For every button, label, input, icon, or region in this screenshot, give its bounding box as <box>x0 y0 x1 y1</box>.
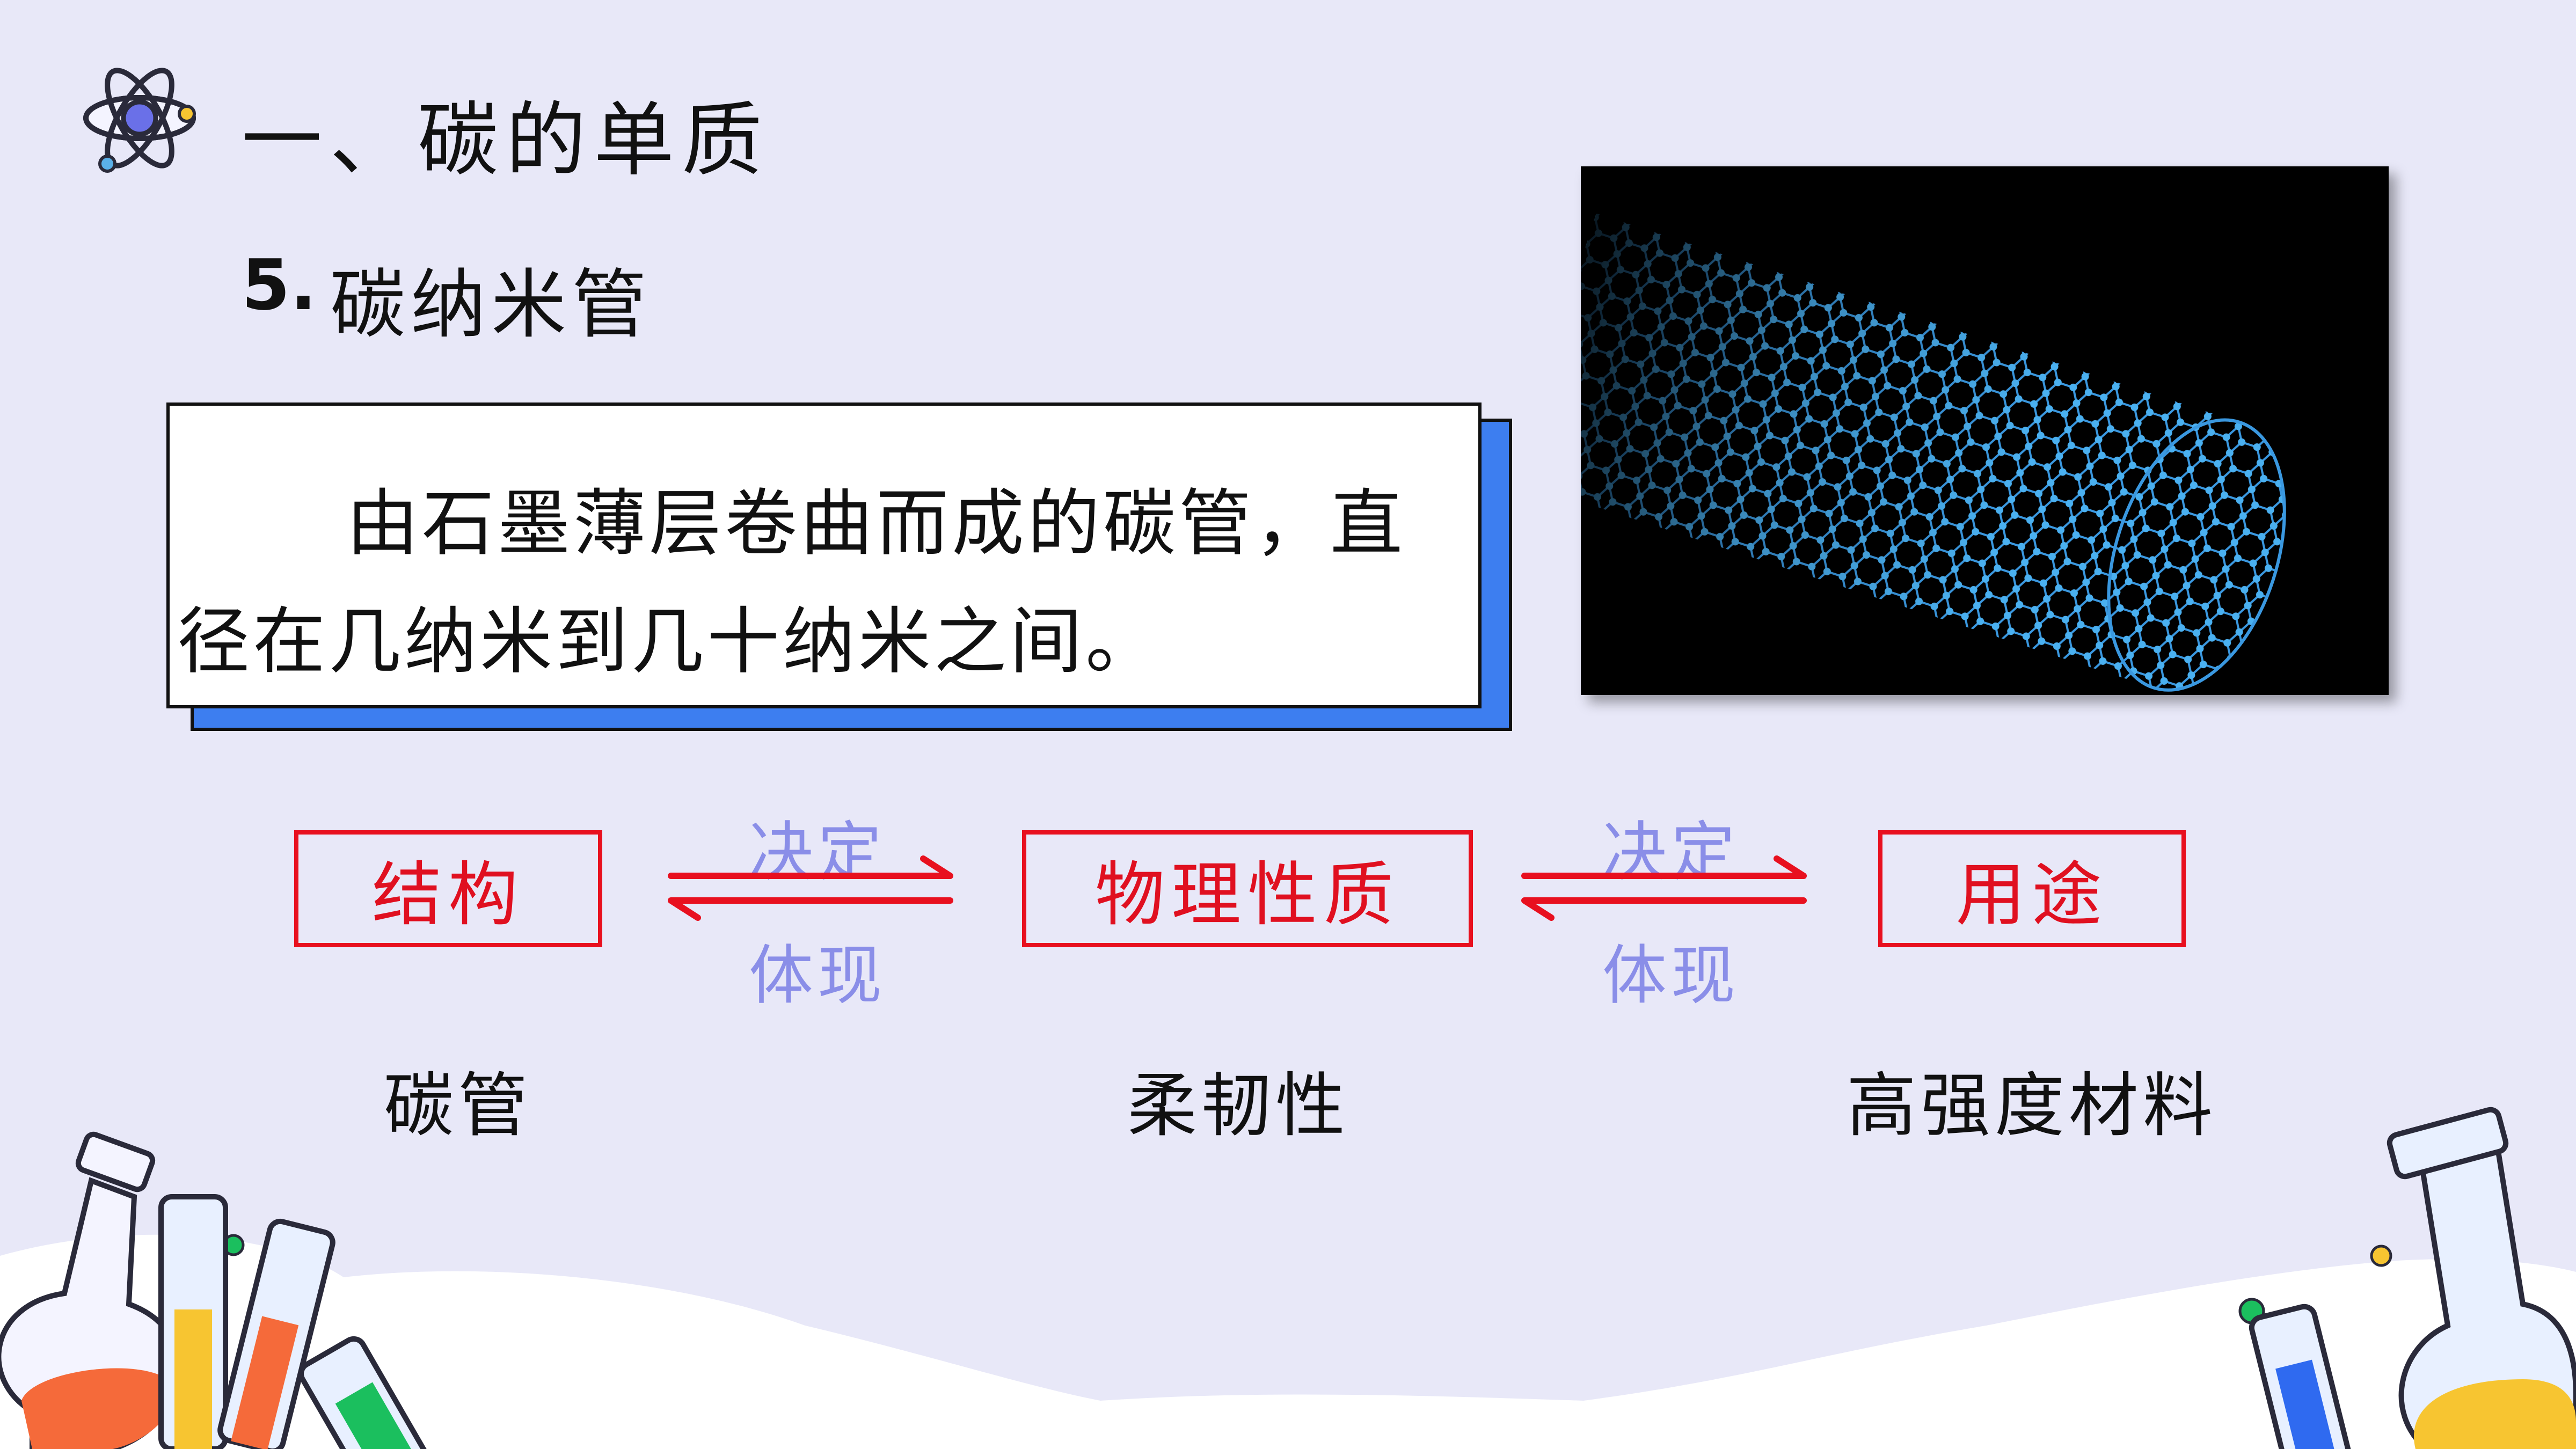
double-arrow-icon <box>668 855 953 921</box>
use-box: 用途 <box>1878 830 2186 947</box>
example-structure: 碳管 <box>384 1065 532 1146</box>
section-title: 一、碳的单质 <box>242 94 770 187</box>
structure-box: 结构 <box>294 830 602 947</box>
bottom-decoration <box>0 1107 2576 1449</box>
arrow-label-reflect: 体现 <box>749 939 886 1013</box>
nanotube-image <box>1581 166 2389 695</box>
flask-icon <box>0 1131 183 1449</box>
example-property: 柔韧性 <box>1127 1065 1350 1146</box>
description-line-2: 径在几纳米到几十纳米之间。 <box>177 599 1161 684</box>
example-use: 高强度材料 <box>1847 1065 2217 1146</box>
description-box <box>166 402 1482 708</box>
test-tube-icon <box>158 1194 437 1449</box>
double-arrow-icon <box>1521 855 1807 921</box>
subsection-number: 5. <box>242 244 317 326</box>
description-line-1: 由石墨薄层卷曲而成的碳管，直 <box>346 481 1406 566</box>
atom-icon <box>83 68 196 173</box>
flask-icon <box>2387 1107 2576 1449</box>
physical-property-box: 物理性质 <box>1022 830 1473 947</box>
arrow-label-reflect: 体现 <box>1602 939 1740 1013</box>
test-tube-icon <box>2249 1304 2357 1449</box>
nanotube-illustration <box>1581 208 2286 692</box>
subsection-title: 碳纳米管 <box>330 261 653 349</box>
